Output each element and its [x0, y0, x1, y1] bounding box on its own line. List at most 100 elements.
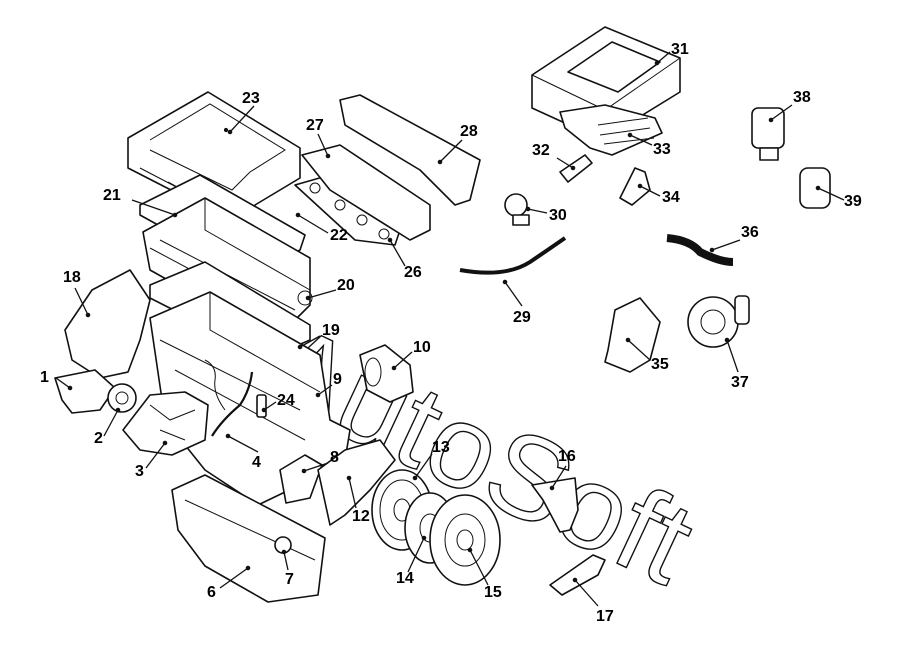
egr-pipe — [459, 236, 567, 275]
injection-pump — [122, 391, 209, 456]
callout-leader — [629, 134, 653, 146]
callout-anchor — [627, 132, 633, 138]
callout-number: 10 — [413, 339, 431, 356]
callout-12: 12 — [346, 475, 370, 525]
callout-leader — [307, 289, 337, 299]
callout-anchor — [768, 117, 774, 123]
callout-number: 30 — [549, 207, 567, 224]
callout-28: 28 — [437, 123, 478, 165]
callout-leader — [407, 537, 425, 573]
callout-anchor — [85, 312, 91, 318]
callout-6: 6 — [207, 565, 251, 601]
callout-leader — [389, 239, 406, 267]
callout-number: 20 — [337, 277, 355, 294]
fuel-filter — [799, 167, 831, 209]
callout-leader — [55, 377, 71, 389]
callout-anchor — [525, 206, 531, 212]
callout-leader — [317, 384, 333, 396]
injector-pipe — [211, 371, 254, 437]
coolant-hose — [666, 234, 734, 266]
intake-hose — [559, 104, 663, 156]
callout-number: 37 — [731, 374, 749, 391]
callout-anchor — [421, 535, 427, 541]
callout-24: 24 — [261, 392, 295, 413]
callout-number: 9 — [333, 371, 342, 388]
callout-10: 10 — [391, 339, 431, 371]
callout-anchor — [437, 159, 443, 165]
callout-anchor — [305, 295, 311, 301]
callout-39: 39 — [815, 185, 862, 210]
callout-anchor — [172, 212, 178, 218]
callout-leader — [219, 567, 249, 589]
callout-1: 1 — [40, 369, 73, 391]
callout-leader — [131, 199, 176, 216]
callout-leader — [627, 339, 651, 361]
callout-leader — [145, 442, 166, 469]
callout-anchor — [315, 392, 321, 398]
callout-anchor — [724, 337, 730, 343]
callout-8: 8 — [301, 449, 339, 474]
callout-36: 36 — [709, 224, 759, 253]
callout-anchor — [115, 407, 121, 413]
callout-number: 31 — [671, 41, 689, 58]
callout-33: 33 — [627, 132, 671, 158]
callout-20: 20 — [305, 277, 355, 301]
callout-leader — [711, 239, 741, 251]
callout-number: 29 — [513, 309, 531, 326]
callout-number: 21 — [103, 187, 121, 204]
bracket-left — [54, 369, 116, 414]
callout-anchor — [162, 440, 168, 446]
callout-38: 38 — [768, 89, 811, 123]
callout-anchor — [391, 365, 397, 371]
callout-anchor — [245, 565, 251, 571]
callout-anchor — [227, 129, 233, 135]
callout-leader — [574, 579, 599, 607]
callout-anchor — [412, 475, 418, 481]
callout-leader — [227, 435, 259, 453]
oil-sump — [171, 474, 326, 603]
callout-3: 3 — [135, 440, 168, 480]
callout-leader — [726, 339, 739, 373]
callout-number: 4 — [252, 454, 261, 471]
callout-32: 32 — [532, 142, 576, 171]
egr-valve — [504, 193, 530, 226]
callout-leader — [348, 477, 357, 509]
callout-anchor — [67, 385, 73, 391]
callout-37: 37 — [724, 337, 749, 391]
callout-number: 28 — [460, 123, 478, 140]
callout-leader — [414, 453, 433, 479]
callout-leader — [469, 549, 489, 586]
callout-anchor — [225, 433, 231, 439]
callout-number: 34 — [662, 189, 680, 206]
thermostat-housing — [604, 297, 661, 373]
callout-anchor — [325, 153, 331, 159]
callout-35: 35 — [625, 337, 669, 373]
callout-anchor — [637, 183, 643, 189]
callout-number: 22 — [330, 227, 348, 244]
starter-motor — [359, 344, 414, 403]
callout-anchor — [572, 577, 578, 583]
callout-14: 14 — [396, 535, 427, 587]
callout-number: 7 — [285, 571, 294, 588]
callout-number: 16 — [558, 448, 576, 465]
callout-number: 19 — [322, 322, 340, 339]
callout-anchor — [261, 407, 267, 413]
callout-leader — [527, 208, 548, 214]
callout-number: 35 — [651, 356, 669, 373]
callout-leader — [74, 287, 89, 316]
callout-anchor — [570, 165, 576, 171]
callout-anchor — [295, 212, 301, 218]
mounting-bracket — [531, 477, 579, 533]
callout-21: 21 — [103, 187, 178, 218]
bracket-small — [619, 167, 651, 206]
callout-anchor — [467, 547, 473, 553]
callout-number: 33 — [653, 141, 671, 158]
callout-anchor — [549, 485, 555, 491]
callout-number: 15 — [484, 584, 502, 601]
fuel-filter-head — [751, 107, 785, 161]
heat-shield — [339, 94, 481, 206]
callout-9: 9 — [315, 371, 342, 398]
callout-anchor — [346, 475, 352, 481]
callout-number: 6 — [207, 584, 216, 601]
callout-18: 18 — [63, 269, 91, 318]
